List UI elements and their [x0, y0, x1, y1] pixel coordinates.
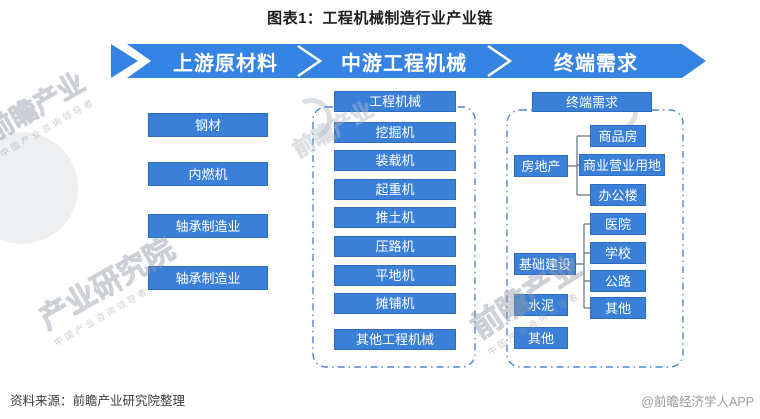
downstream-group-realestate: 房地产: [514, 155, 568, 177]
downstream-header-node: 终端需求: [532, 92, 652, 112]
downstream-node-school: 学校: [590, 242, 646, 264]
midstream-node-bulldozer: 推土机: [334, 207, 456, 228]
downstream-node-hospital: 医院: [590, 213, 646, 235]
banner-segment-downstream: 终端需求: [554, 52, 638, 75]
downstream-group-infrastructure: 基础建设: [514, 253, 576, 275]
downstream-node-commodity-housing: 商品房: [590, 125, 646, 147]
downstream-group-other: 其他: [514, 327, 568, 349]
downstream-node-road: 公路: [590, 270, 646, 292]
banner-chevron-icon: [487, 44, 513, 78]
downstream-node-office-building: 办公楼: [590, 184, 646, 206]
downstream-node-commercial-land: 商业营业用地: [579, 154, 665, 176]
upstream-node-bearing-1: 轴承制造业: [148, 214, 268, 238]
banner-segment-midstream: 中游工程机械: [341, 52, 467, 75]
upstream-node-bearing-2: 轴承制造业: [148, 266, 268, 290]
banner-arrow-band: [127, 44, 706, 78]
copyright-note: @前瞻经济学人APP: [641, 395, 754, 409]
downstream-container-border: [506, 109, 684, 368]
infrastructure-connector-line: [576, 223, 590, 309]
upstream-node-steel: 钢材: [148, 113, 268, 137]
banner-segment-upstream: 上游原材料: [173, 52, 278, 75]
figure-title: 图表1：工程机械制造行业产业链: [267, 10, 493, 27]
midstream-node-loader: 装载机: [334, 150, 456, 171]
midstream-node-excavator: 挖掘机: [334, 122, 456, 143]
source-note: 资料来源：前瞻产业研究院整理: [10, 394, 186, 408]
midstream-node-crane: 起重机: [334, 179, 456, 200]
banner-arrow-tail-icon: [111, 44, 138, 78]
midstream-node-roller: 压路机: [334, 236, 456, 257]
downstream-node-other-infra: 其他: [590, 297, 646, 319]
midstream-node-paver: 摊铺机: [334, 293, 456, 314]
midstream-node-other-machinery: 其他工程机械: [334, 329, 456, 350]
realestate-connector-line: [568, 135, 590, 196]
banner-chevron-icon: [297, 44, 323, 78]
midstream-header-node: 工程机械: [334, 91, 456, 112]
midstream-node-grader: 平地机: [334, 265, 456, 286]
downstream-group-cement: 水泥: [514, 294, 568, 316]
upstream-node-engine: 内燃机: [148, 162, 268, 186]
